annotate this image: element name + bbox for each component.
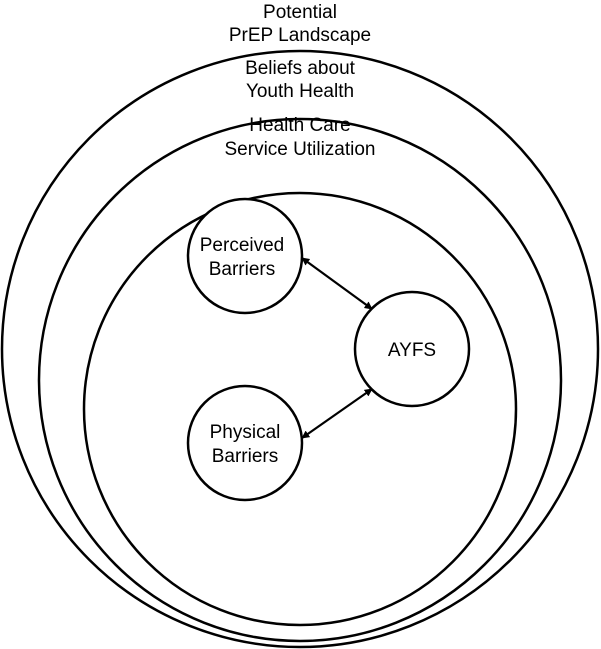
inner-ring-label-line1: Health Care [249,115,350,136]
middle-ring [37,117,563,643]
perceived-barriers-label-line2: Barriers [209,259,276,280]
outer-ring-label-line1: Potential [263,2,337,23]
ayfs-node [353,290,471,408]
ayfs-label: AYFS [388,340,436,361]
middle-ring-label-line1: Beliefs about [245,58,356,79]
inner-ring-label-line2: Service Utilization [225,139,376,160]
perceived-barriers-node [186,197,304,315]
outer-ring [0,49,600,649]
perceived-barriers-label-line1: Perceived [200,235,285,256]
arrow-physical-ayfs [301,388,373,439]
outer-ring-label-line2: PrEP Landscape [229,25,371,46]
physical-barriers-node [186,384,304,502]
inner-ring [82,191,518,627]
physical-barriers-label-line1: Physical [210,422,281,443]
arrow-perceived-ayfs [301,257,373,310]
middle-ring-label-line2: Youth Health [246,81,354,102]
physical-barriers-label-line2: Barriers [212,446,279,467]
